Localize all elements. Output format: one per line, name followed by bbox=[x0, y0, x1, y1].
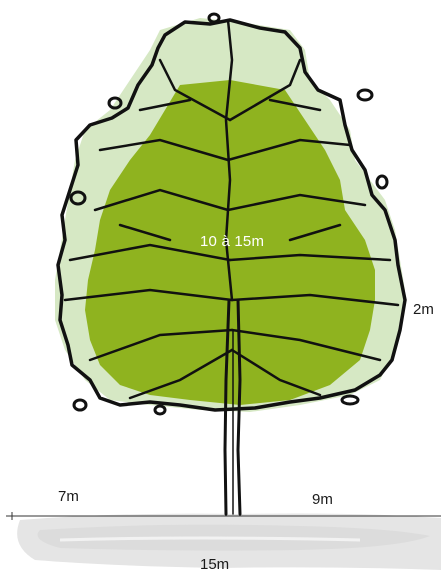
left-spread-label: 7m bbox=[58, 489, 79, 504]
right-measure-label: 2m bbox=[413, 302, 434, 317]
total-spread-label: 15m bbox=[200, 557, 229, 572]
tree-height-label: 10 à 15m bbox=[200, 234, 264, 249]
right-spread-label: 9m bbox=[312, 492, 333, 507]
